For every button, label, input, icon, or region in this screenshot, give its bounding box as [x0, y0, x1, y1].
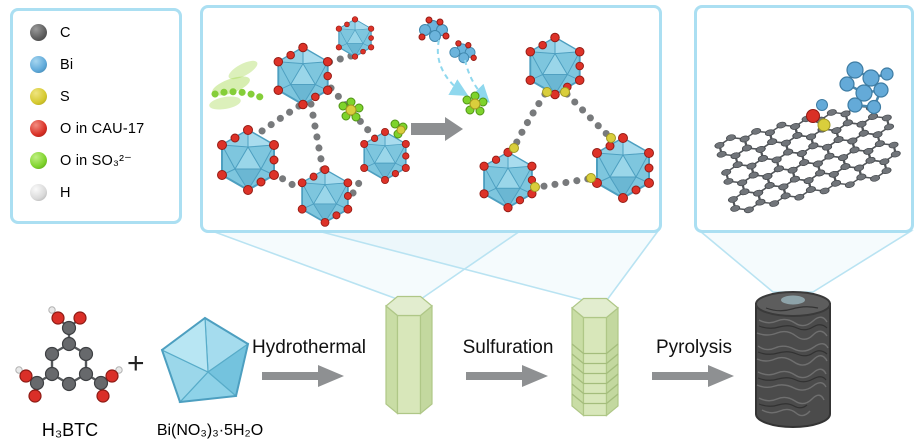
layer-lines	[571, 343, 619, 405]
sulfite-cluster-left	[338, 97, 408, 139]
legend-label-s: S	[60, 88, 70, 105]
hydrogen-atom-icon	[30, 184, 47, 201]
bi-nitrate-polyhedron	[160, 316, 250, 404]
pyrolysis-arrow	[652, 365, 734, 387]
bi-nanocluster	[839, 61, 894, 115]
sulfite-molecule	[462, 91, 488, 116]
rough-texture-light	[756, 316, 829, 417]
sulfite-glow-streaks	[209, 60, 258, 110]
composite-illustration	[712, 61, 904, 218]
hydrothermal-arrow	[262, 365, 344, 387]
incoming-bi-clusters	[418, 16, 477, 64]
oxygen-cau17-atom-icon	[30, 120, 47, 137]
legend-panel: C Bi S O in CAU-17 O in SO₃²⁻ H	[10, 8, 182, 224]
transformation-arrow	[411, 117, 463, 141]
legend-label-h: H	[60, 184, 71, 201]
bi-nitrate-label: Bi(NO₃)₃·5H₂O	[156, 422, 264, 439]
step-pyrolysis-label: Pyrolysis	[655, 337, 732, 358]
bi-o-polyhedra-left	[216, 15, 411, 228]
callout-tip-highlight	[781, 295, 805, 305]
sulfur-atom-icon	[30, 88, 47, 105]
legend-item-bi: Bi	[30, 56, 179, 73]
legend-label-o-sulfite: O in SO₃²⁻	[60, 152, 132, 169]
carbon-atoms	[29, 320, 109, 392]
mechanism-panel	[200, 5, 662, 233]
plus-sign: +	[127, 347, 145, 380]
linker-chains-right	[509, 90, 617, 192]
carbon-product	[755, 291, 831, 428]
legend-item-s: S	[30, 88, 179, 105]
composite-panel	[694, 5, 914, 233]
sulfite-bead-chain	[211, 88, 267, 102]
step-sulfuration-label: Sulfuration	[462, 337, 554, 358]
bismuth-atom-icon	[30, 56, 47, 73]
h3btc-molecule	[15, 306, 123, 403]
mechanism-illustration	[209, 15, 655, 228]
sulfur-bridge-atoms	[509, 87, 616, 192]
legend-item-c: C	[30, 24, 179, 41]
carbon-atom-icon	[30, 24, 47, 41]
callout-funnel-product	[697, 230, 914, 293]
legend-item-o-cau17: O in CAU-17	[30, 120, 179, 137]
anchored-atoms	[806, 99, 831, 132]
legend-label-c: C	[60, 24, 71, 41]
sulfuration-arrow	[466, 365, 548, 387]
legend-item-h: H	[30, 184, 179, 201]
cau17-crystal	[385, 295, 433, 415]
attack-arrows	[436, 39, 490, 103]
callout-funnel-sulfurated	[317, 230, 660, 301]
step-hydrothermal-label: Hydrothermal	[251, 337, 367, 358]
legend-label-bi: Bi	[60, 56, 74, 73]
callout-funnel-cau17	[211, 230, 523, 300]
oxygen-atoms	[19, 311, 119, 403]
hydrogen-atoms	[15, 306, 123, 374]
sulfurated-crystal	[571, 297, 619, 417]
oxygen-sulfite-atom-icon	[30, 152, 47, 169]
legend-item-o-sulfite: O in SO₃²⁻	[30, 152, 179, 169]
rough-texture-dark	[757, 306, 828, 409]
h3btc-label: H₃BTC	[41, 420, 99, 440]
legend-label-o-cau17: O in CAU-17	[60, 120, 145, 137]
